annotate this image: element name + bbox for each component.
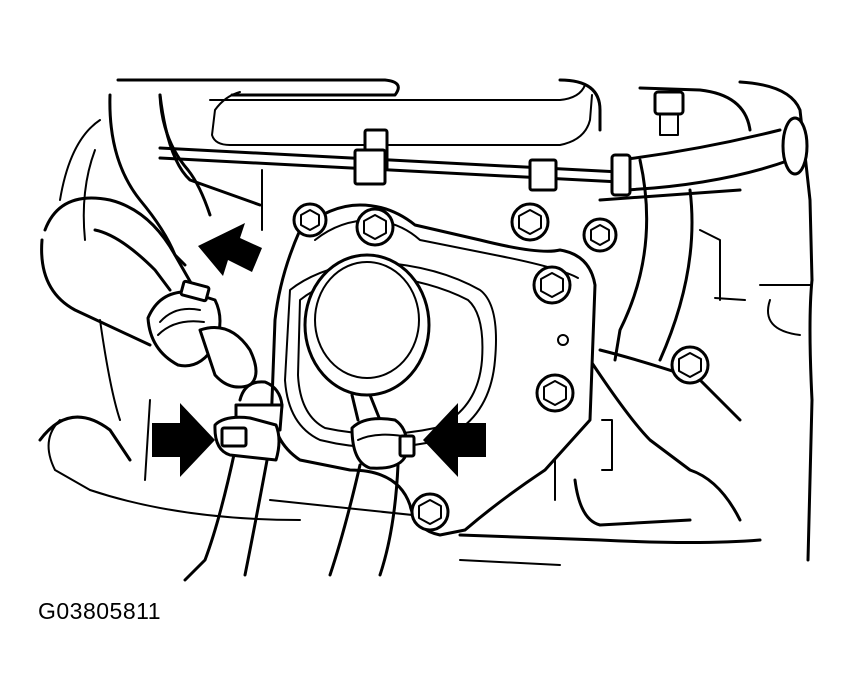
- left-elbow-hose: [40, 196, 258, 389]
- clamp-tab-right: [398, 434, 416, 458]
- flange-hole: [557, 334, 569, 346]
- bolt-bottom: [410, 492, 450, 532]
- figure-id-label: G03805811: [38, 598, 162, 624]
- bolt-top: [355, 207, 395, 247]
- clamp-tab-upper: [179, 279, 211, 303]
- rod-clip-2: [353, 148, 387, 186]
- flange-bolts: [355, 207, 575, 532]
- clamp-tab-left: [220, 426, 248, 448]
- bolt-right-upper: [532, 265, 572, 305]
- left-lower-hose: [183, 380, 284, 582]
- rod-clip-3: [528, 158, 558, 192]
- rod-end-cap: [781, 116, 809, 176]
- bolt-right-lower: [535, 373, 575, 413]
- rod-coupler: [610, 153, 632, 197]
- thermostat-cap: [303, 253, 431, 397]
- arrow-right-lower-hose-clamp: [423, 403, 486, 477]
- upper-hose: [108, 93, 212, 267]
- upper-bolt: [653, 90, 685, 136]
- arrow-left-lower-hose-clamp: [152, 403, 215, 477]
- fuel-line-rod: [158, 116, 809, 197]
- right-lower-hose: [328, 393, 416, 577]
- arrow-upper-hose-clamp: [198, 223, 262, 276]
- pipe-nipple-left: [198, 326, 258, 389]
- background-bolts: [292, 202, 710, 385]
